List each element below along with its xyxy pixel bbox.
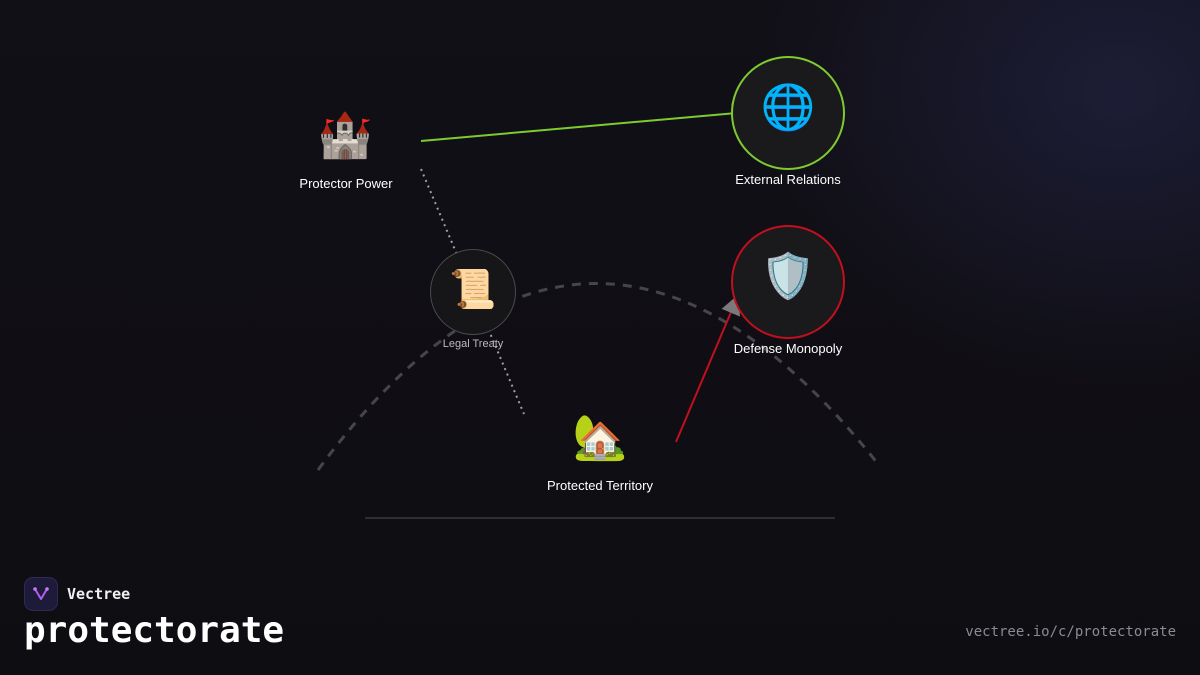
- node-ring-external-relations: [731, 56, 845, 170]
- node-label-protector-power: Protector Power: [299, 176, 393, 191]
- node-label-legal-treaty: Legal Treaty: [442, 338, 504, 350]
- scroll-icon: 📜: [449, 267, 497, 311]
- edge-territory-to-defense-monopoly: [675, 294, 740, 443]
- decorative-arc: [316, 282, 880, 471]
- node-label-defense-monopoly: Defense Monopoly: [733, 341, 843, 356]
- vectree-logo-icon: [24, 577, 58, 611]
- edge-protector-to-external-relations: [420, 103, 752, 142]
- brand: Vectree: [24, 577, 130, 611]
- node-label-protected-territory: Protected Territory: [547, 478, 653, 493]
- castle-icon: 🏰: [317, 110, 373, 161]
- source-url[interactable]: vectree.io/c/protectorate: [965, 624, 1176, 640]
- node-label-external-relations: External Relations: [735, 172, 841, 187]
- page-title: protectorate: [24, 610, 285, 651]
- node-ring-defense-monopoly: [731, 225, 845, 339]
- globe-icon: 🌐: [760, 82, 816, 133]
- shield-icon: 🛡️: [760, 251, 816, 302]
- brand-name: Vectree: [67, 585, 131, 603]
- node-ring-legal-treaty: [430, 249, 516, 335]
- house-with-garden-icon: 🏡: [572, 412, 628, 463]
